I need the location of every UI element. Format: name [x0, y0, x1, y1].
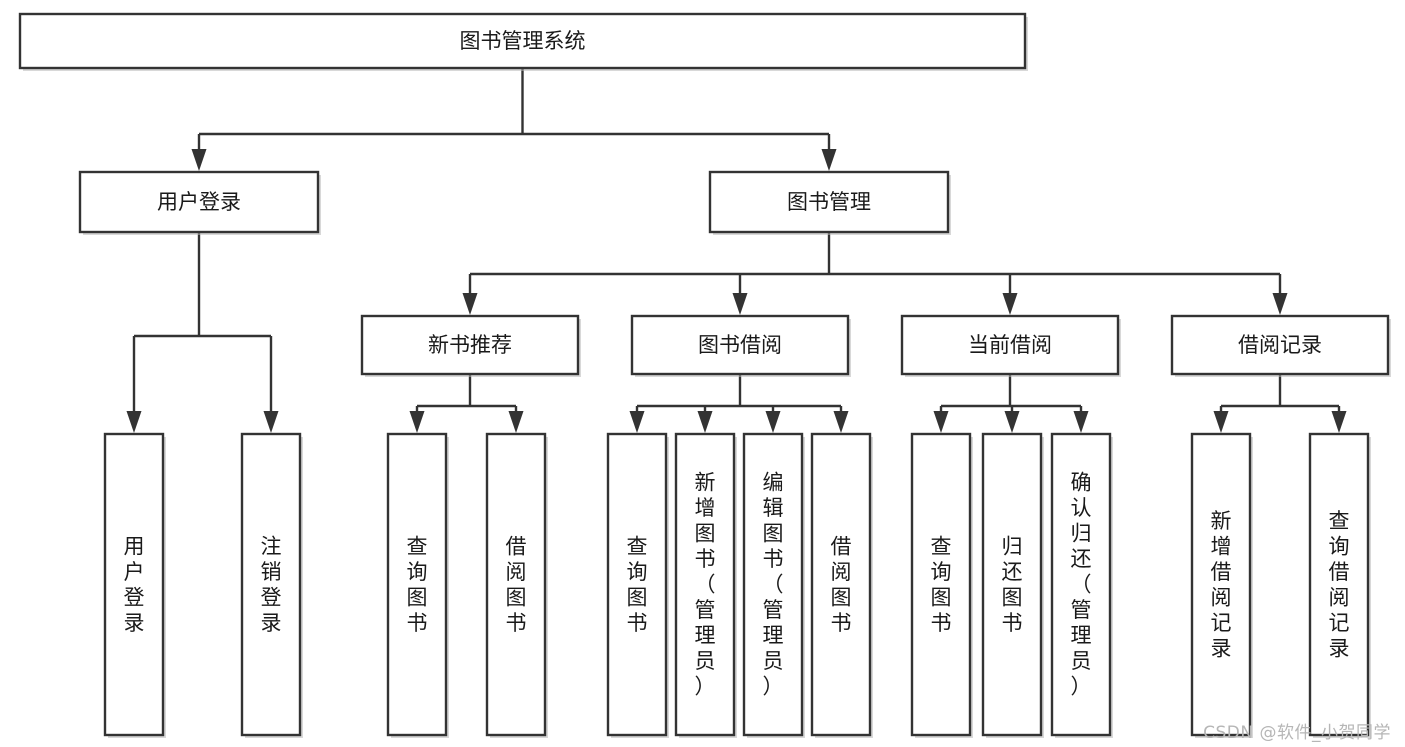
node-fn-borrow-borrow-book[interactable]: 借阅图书	[810, 432, 873, 738]
node-fn-rec-borrow-book[interactable]: 借阅图书	[485, 432, 548, 738]
node-box[interactable]	[630, 314, 850, 376]
node-label: 借阅图书	[831, 534, 852, 635]
node-book-borrow[interactable]: 图书借阅	[630, 314, 851, 377]
node-label: 新书推荐	[428, 333, 512, 357]
node-layer: 图书管理系统用户登录图书管理新书推荐图书借阅当前借阅借阅记录用户登录注销登录查询…	[18, 12, 1391, 738]
node-box[interactable]	[900, 314, 1120, 376]
node-user-login[interactable]: 用户登录	[78, 170, 321, 235]
connector-arrowhead	[1002, 293, 1018, 315]
connector-group	[409, 374, 524, 433]
node-fn-borrow-edit-book[interactable]: 编辑图书（管理员）	[742, 432, 805, 738]
connector-group	[126, 232, 279, 433]
connector-arrowhead	[629, 411, 645, 433]
node-fn-rec-query-record[interactable]: 查询借阅记录	[1308, 432, 1371, 738]
connector-arrowhead	[191, 149, 207, 171]
connector-group	[933, 374, 1089, 433]
node-box[interactable]	[674, 432, 736, 737]
connector-arrowhead	[732, 293, 748, 315]
connector-arrowhead	[1272, 293, 1288, 315]
node-fn-borrow-query-book[interactable]: 查询图书	[606, 432, 669, 738]
connector-arrowhead	[933, 411, 949, 433]
node-label: 新增借阅记录	[1211, 509, 1232, 661]
node-label: 图书借阅	[698, 333, 782, 357]
node-label: 查询图书	[931, 534, 952, 635]
node-fn-cur-return-book[interactable]: 归还图书	[981, 432, 1044, 738]
node-fn-borrow-add-book[interactable]: 新增图书（管理员）	[674, 432, 737, 738]
connector-arrowhead	[1213, 411, 1229, 433]
node-label: 用户登录	[157, 190, 241, 214]
node-box[interactable]	[810, 432, 872, 737]
node-new-book-rec[interactable]: 新书推荐	[360, 314, 581, 377]
node-label: 当前借阅	[968, 333, 1052, 357]
node-label: 用户登录	[124, 534, 145, 635]
node-box[interactable]	[78, 170, 320, 234]
node-box[interactable]	[360, 314, 580, 376]
connector-arrowhead	[1073, 411, 1089, 433]
node-fn-rec-add-record[interactable]: 新增借阅记录	[1190, 432, 1253, 738]
node-box[interactable]	[708, 170, 950, 234]
node-box[interactable]	[485, 432, 547, 737]
connector-layer	[126, 68, 1347, 433]
node-borrow-record[interactable]: 借阅记录	[1170, 314, 1391, 377]
node-label: 图书管理	[787, 190, 871, 214]
node-box[interactable]	[1190, 432, 1252, 737]
node-label: 查询借阅记录	[1329, 509, 1350, 661]
node-box[interactable]	[103, 432, 165, 737]
node-book-manage[interactable]: 图书管理	[708, 170, 951, 235]
node-box[interactable]	[606, 432, 668, 737]
node-box[interactable]	[981, 432, 1043, 737]
connector-arrowhead	[833, 411, 849, 433]
node-label: 确认归还（管理员）	[1071, 471, 1092, 699]
connector-arrowhead	[1004, 411, 1020, 433]
node-fn-cur-query-book[interactable]: 查询图书	[910, 432, 973, 738]
node-fn-rec-query-book[interactable]: 查询图书	[386, 432, 449, 738]
node-box[interactable]	[910, 432, 972, 737]
node-label: 归还图书	[1002, 534, 1023, 635]
node-fn-user-logout[interactable]: 注销登录	[240, 432, 303, 738]
connector-arrowhead	[508, 411, 524, 433]
connector-group	[462, 232, 1288, 315]
node-fn-cur-confirm-return[interactable]: 确认归还（管理员）	[1050, 432, 1113, 738]
connector-arrowhead	[409, 411, 425, 433]
node-label: 借阅图书	[506, 534, 527, 635]
node-box[interactable]	[1170, 314, 1390, 376]
node-label: 借阅记录	[1238, 333, 1322, 357]
node-label: 查询图书	[627, 534, 648, 635]
connector-arrowhead	[462, 293, 478, 315]
node-label: 图书管理系统	[460, 29, 586, 53]
node-box[interactable]	[386, 432, 448, 737]
connector-group	[629, 374, 849, 433]
watermark-label: CSDN @软件_小贺同学	[1203, 723, 1391, 743]
node-label: 注销登录	[261, 534, 282, 635]
node-label: 编辑图书（管理员）	[763, 471, 784, 699]
node-fn-user-login[interactable]: 用户登录	[103, 432, 166, 738]
connector-arrowhead	[1331, 411, 1347, 433]
node-box[interactable]	[1050, 432, 1112, 737]
node-box[interactable]	[18, 12, 1027, 70]
node-root[interactable]: 图书管理系统	[18, 12, 1028, 71]
connector-arrowhead	[126, 411, 142, 433]
node-box[interactable]	[240, 432, 302, 737]
node-box[interactable]	[1308, 432, 1370, 737]
connector-arrowhead	[821, 149, 837, 171]
node-current-borrow[interactable]: 当前借阅	[900, 314, 1121, 377]
connector-group	[191, 68, 837, 171]
connector-arrowhead	[697, 411, 713, 433]
connector-arrowhead	[765, 411, 781, 433]
node-box[interactable]	[742, 432, 804, 737]
connector-group	[1213, 374, 1347, 433]
node-label: 查询图书	[407, 534, 428, 635]
connector-arrowhead	[263, 411, 279, 433]
node-label: 新增图书（管理员）	[695, 471, 716, 699]
